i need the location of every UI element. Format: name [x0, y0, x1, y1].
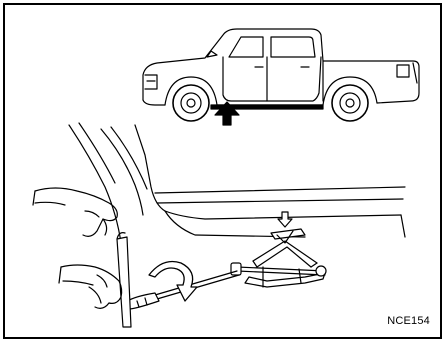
figure-frame: NCE154 — [3, 3, 442, 339]
pickup-truck-icon — [143, 29, 419, 121]
wheel-brace-bar — [117, 233, 131, 327]
jack-diagram — [5, 5, 440, 337]
jack-point-marker-icon — [278, 212, 292, 227]
fender-outline — [69, 123, 405, 243]
figure-code: NCE154 — [387, 315, 430, 327]
hand-icon — [33, 188, 122, 308]
scissor-jack-icon — [231, 229, 326, 287]
